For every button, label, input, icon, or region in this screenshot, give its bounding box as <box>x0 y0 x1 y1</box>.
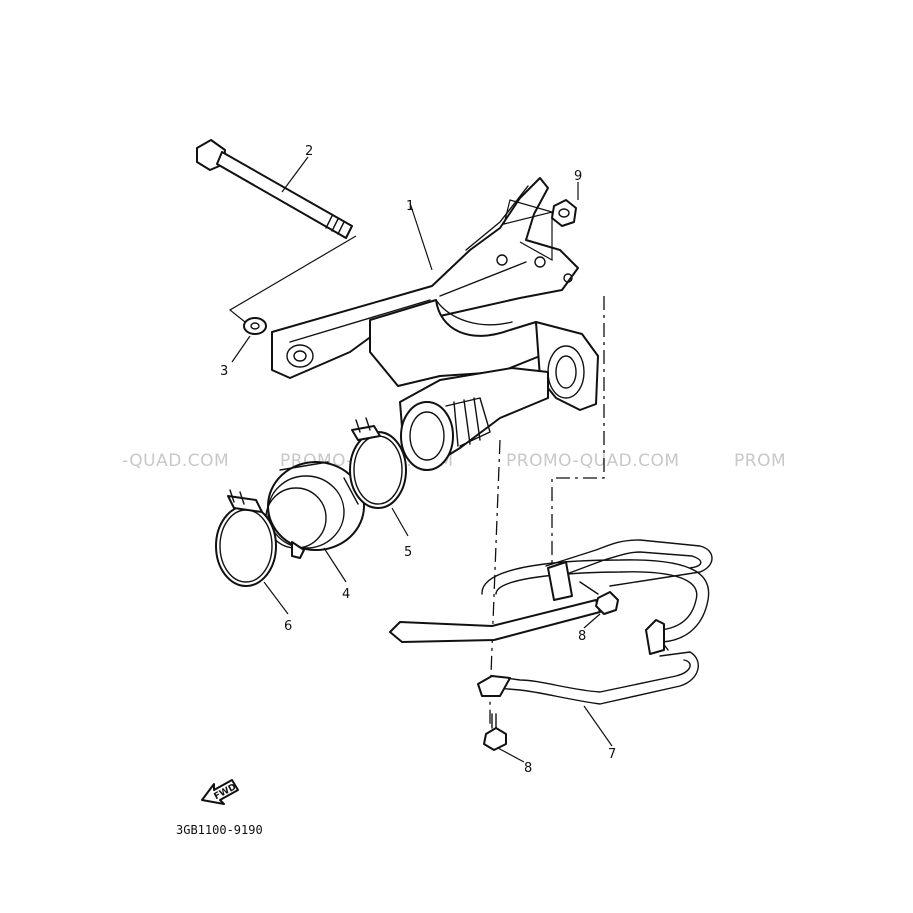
fwd-arrow-icon: FWD <box>201 779 239 805</box>
leader-4 <box>323 547 347 583</box>
callout-8-lower: 8 <box>524 761 532 776</box>
leader-2-guide <box>228 235 357 327</box>
watermark-4: PROM <box>734 451 786 471</box>
callout-3: 3 <box>220 364 228 379</box>
washer <box>243 317 267 335</box>
callout-8-upper: 8 <box>578 629 586 644</box>
callout-4: 4 <box>342 587 350 602</box>
leader-7 <box>583 705 613 747</box>
guard-bar <box>389 539 713 705</box>
bolt-8-lower <box>483 713 507 751</box>
leader-8-upper <box>583 613 601 629</box>
clamp-6 <box>215 489 277 587</box>
leader-8-lower <box>497 747 525 763</box>
watermark-1: -QUAD.COM <box>122 451 229 471</box>
callout-1: 1 <box>406 199 414 214</box>
mount-line-left <box>489 439 501 728</box>
watermark-3: PROMO-QUAD.COM <box>506 451 680 471</box>
mount-line-right <box>551 296 605 568</box>
callout-6: 6 <box>284 619 292 634</box>
leader-3 <box>231 335 251 363</box>
leader-5 <box>391 507 409 537</box>
leader-9-guide <box>503 199 553 262</box>
rear-arm <box>271 177 599 471</box>
nut <box>551 199 577 227</box>
bolt-8-upper <box>579 581 619 615</box>
callout-2: 2 <box>305 144 313 159</box>
boot <box>265 461 365 559</box>
leader-2 <box>281 156 309 193</box>
callout-7: 7 <box>608 747 616 762</box>
leader-1 <box>409 202 433 271</box>
leader-6 <box>263 581 289 615</box>
clamp-5 <box>349 417 407 509</box>
pivot-shaft-bolt <box>196 139 353 239</box>
callout-9: 9 <box>574 169 582 184</box>
drawing-code: 3GB1100-9190 <box>176 823 263 837</box>
callout-5: 5 <box>404 545 412 560</box>
